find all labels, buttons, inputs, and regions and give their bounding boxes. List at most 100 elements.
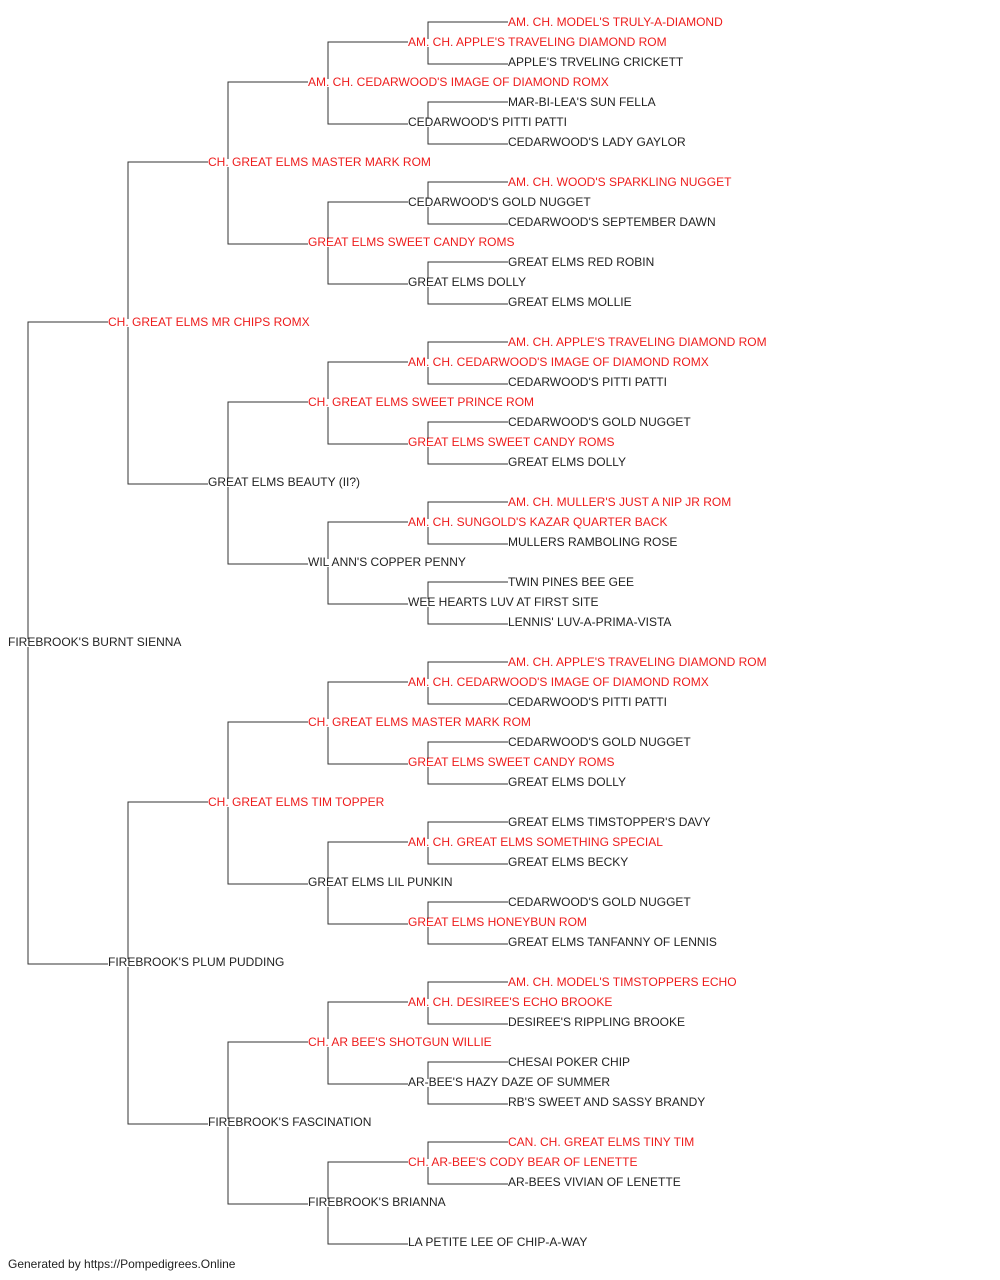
dog-name-dam-sire-dam-sire-dam: GREAT ELMS BECKY: [508, 855, 628, 869]
dog-name-dam-sire-dam-dam: GREAT ELMS HONEYBUN ROM: [408, 915, 587, 929]
connector-dam-dam: [127, 967, 208, 1125]
connector-sire-sire-dam: [227, 167, 308, 245]
connector-dam-sire-sire-sire-sire: [427, 661, 508, 679]
connector-sire-dam-dam: [227, 487, 308, 565]
connector-dam-dam-dam-dam: [327, 1207, 408, 1245]
dog-name-sire-dam-dam-sire: AM. CH. SUNGOLD'S KAZAR QUARTER BACK: [408, 515, 667, 529]
dog-name-dam-sire-dam-sire: AM. CH. GREAT ELMS SOMETHING SPECIAL: [408, 835, 663, 849]
connector-dam-dam-sire: [227, 1041, 308, 1119]
dog-name-dam-sire-sire-sire: AM. CH. CEDARWOOD'S IMAGE OF DIAMOND ROM…: [408, 675, 709, 689]
dog-name-sire-dam-sire-dam: GREAT ELMS SWEET CANDY ROMS: [408, 435, 614, 449]
dog-name-sire-dam-sire-sire: AM. CH. CEDARWOOD'S IMAGE OF DIAMOND ROM…: [408, 355, 709, 369]
dog-name-sire-sire-sire-dam-sire: MAR-BI-LEA'S SUN FELLA: [508, 95, 656, 109]
connector-dam-sire-dam-dam-dam: [427, 927, 508, 945]
dog-name-sire-sire-dam-sire: CEDARWOOD'S GOLD NUGGET: [408, 195, 591, 209]
dog-name-sire-dam-dam-dam: WEE HEARTS LUV AT FIRST SITE: [408, 595, 599, 609]
connector-sire-sire-sire-dam: [327, 87, 408, 125]
connector-dam-sire-sire-sire-dam: [427, 687, 508, 705]
dog-name-dam-sire-sire-sire-sire: AM. CH. APPLE'S TRAVELING DIAMOND ROM: [508, 655, 767, 669]
dog-name-sire-dam-sire-dam-sire: CEDARWOOD'S GOLD NUGGET: [508, 415, 691, 429]
connector-sire-dam-sire: [227, 401, 308, 479]
connector-sire-dam-sire-dam: [327, 407, 408, 445]
connector-sire-dam-sire-dam-dam: [427, 447, 508, 465]
connector-sire-dam-dam-dam: [327, 567, 408, 605]
dog-name-dam-dam-dam-sire-dam: AR-BEES VIVIAN OF LENETTE: [508, 1175, 681, 1189]
connector-dam-sire-dam-dam: [327, 887, 408, 925]
connector-dam-dam-sire-sire: [327, 1001, 408, 1039]
connector-dam-sire-dam-sire-sire: [427, 821, 508, 839]
connector-sire-dam: [127, 327, 208, 485]
connector-dam-sire-sire-sire: [327, 681, 408, 719]
dog-name-sire-sire-dam-dam: GREAT ELMS DOLLY: [408, 275, 526, 289]
dog-name-sire-sire-dam-dam-sire: GREAT ELMS RED ROBIN: [508, 255, 654, 269]
dog-name-dam-dam-dam-sire: CH. AR-BEE'S CODY BEAR OF LENETTE: [408, 1155, 637, 1169]
connector-dam-dam-sire-sire-sire: [427, 981, 508, 999]
dog-name-sire-sire: CH. GREAT ELMS MASTER MARK ROM: [208, 155, 431, 169]
connector-sire-sire-sire-sire-sire: [427, 21, 508, 39]
connector-dam-dam-dam-sire: [327, 1161, 408, 1199]
connector-sire: [27, 321, 108, 639]
dog-name-dam-dam-sire-dam: AR-BEE'S HAZY DAZE OF SUMMER: [408, 1075, 610, 1089]
connector-sire-dam-dam-sire-dam: [427, 527, 508, 545]
dog-name-dam-sire-dam-dam-sire: CEDARWOOD'S GOLD NUGGET: [508, 895, 691, 909]
dog-name-sire-dam-dam-sire-sire: AM. CH. MULLER'S JUST A NIP JR ROM: [508, 495, 731, 509]
connector-dam-dam-dam-sire-dam: [427, 1167, 508, 1185]
connector-sire-sire-sire: [227, 81, 308, 159]
dog-name-dam-sire-sire-dam: GREAT ELMS SWEET CANDY ROMS: [408, 755, 614, 769]
connector-dam-dam-dam: [227, 1127, 308, 1205]
dog-name-dam-sire: CH. GREAT ELMS TIM TOPPER: [208, 795, 385, 809]
dog-name-sire-dam-sire-sire-dam: CEDARWOOD'S PITTI PATTI: [508, 375, 667, 389]
dog-name-dam-dam-dam: FIREBROOK'S BRIANNA: [308, 1195, 446, 1209]
dog-name-sire-dam-sire-dam-dam: GREAT ELMS DOLLY: [508, 455, 626, 469]
connector-sire-sire-sire-dam-sire: [427, 101, 508, 119]
dog-name-dam-dam-sire-sire-dam: DESIREE'S RIPPLING BROOKE: [508, 1015, 685, 1029]
connector-sire-dam-sire-sire-dam: [427, 367, 508, 385]
connector-sire-sire-dam-sire-dam: [427, 207, 508, 225]
dog-name-dam-sire-dam-sire-sire: GREAT ELMS TIMSTOPPER'S DAVY: [508, 815, 711, 829]
connector-sire-dam-dam-dam-dam: [427, 607, 508, 625]
connector-dam-dam-sire-dam-dam: [427, 1087, 508, 1105]
dog-name-sire-sire-dam-sire-sire: AM. CH. WOOD'S SPARKLING NUGGET: [508, 175, 732, 189]
connector-dam: [27, 647, 108, 965]
generated-by-footer: Generated by https://Pompedigrees.Online: [8, 1257, 236, 1271]
connector-sire-sire-dam-dam: [327, 247, 408, 285]
dog-name-dam-sire-dam: GREAT ELMS LIL PUNKIN: [308, 875, 453, 889]
connector-sire-dam-sire-sire-sire: [427, 341, 508, 359]
connector-dam-dam-sire-dam: [327, 1047, 408, 1085]
dog-name-sire-dam-dam-dam-dam: LENNIS' LUV-A-PRIMA-VISTA: [508, 615, 671, 629]
dog-name-sire-dam-sire: CH. GREAT ELMS SWEET PRINCE ROM: [308, 395, 534, 409]
connector-dam-dam-dam-sire-sire: [427, 1141, 508, 1159]
connector-sire-sire-dam-sire: [327, 201, 408, 239]
dog-name-dam: FIREBROOK'S PLUM PUDDING: [108, 955, 284, 969]
dog-name-sire-dam: GREAT ELMS BEAUTY (II?): [208, 475, 360, 489]
dog-name-dam-dam-sire: CH. AR BEE'S SHOTGUN WILLIE: [308, 1035, 492, 1049]
connector-sire-dam-dam-dam-sire: [427, 581, 508, 599]
connector-dam-dam-sire-dam-sire: [427, 1061, 508, 1079]
dog-name-subject: FIREBROOK'S BURNT SIENNA: [8, 635, 181, 649]
dog-name-dam-dam-sire-sire: AM. CH. DESIREE'S ECHO BROOKE: [408, 995, 612, 1009]
connector-sire-sire-sire-sire-dam: [427, 47, 508, 65]
dog-name-sire: CH. GREAT ELMS MR CHIPS ROMX: [108, 315, 310, 329]
connector-sire-dam-sire-sire: [327, 361, 408, 399]
dog-name-sire-sire-sire-sire: AM. CH. APPLE'S TRAVELING DIAMOND ROM: [408, 35, 667, 49]
connector-sire-dam-dam-sire-sire: [427, 501, 508, 519]
connector-dam-sire-dam: [227, 807, 308, 885]
dog-name-dam-dam-sire-dam-sire: CHESAI POKER CHIP: [508, 1055, 630, 1069]
connector-sire-dam-dam-sire: [327, 521, 408, 559]
connector-sire-dam-sire-dam-sire: [427, 421, 508, 439]
connector-sire-sire-dam-dam-sire: [427, 261, 508, 279]
dog-name-dam-dam: FIREBROOK'S FASCINATION: [208, 1115, 371, 1129]
dog-name-sire-sire-dam: GREAT ELMS SWEET CANDY ROMS: [308, 235, 514, 249]
dog-name-dam-dam-dam-sire-sire: CAN. CH. GREAT ELMS TINY TIM: [508, 1135, 694, 1149]
dog-name-dam-dam-sire-sire-sire: AM. CH. MODEL'S TIMSTOPPERS ECHO: [508, 975, 737, 989]
connector-dam-dam-sire-sire-dam: [427, 1007, 508, 1025]
dog-name-sire-sire-sire-sire-sire: AM. CH. MODEL'S TRULY-A-DIAMOND: [508, 15, 723, 29]
dog-name-dam-sire-sire-sire-dam: CEDARWOOD'S PITTI PATTI: [508, 695, 667, 709]
dog-name-sire-sire-sire: AM. CH. CEDARWOOD'S IMAGE OF DIAMOND ROM…: [308, 75, 609, 89]
dog-name-sire-sire-sire-dam-dam: CEDARWOOD'S LADY GAYLOR: [508, 135, 686, 149]
dog-name-dam-sire-sire: CH. GREAT ELMS MASTER MARK ROM: [308, 715, 531, 729]
connector-sire-sire: [127, 161, 208, 319]
dog-name-dam-sire-dam-dam-dam: GREAT ELMS TANFANNY OF LENNIS: [508, 935, 717, 949]
dog-name-sire-sire-dam-dam-dam: GREAT ELMS MOLLIE: [508, 295, 632, 309]
